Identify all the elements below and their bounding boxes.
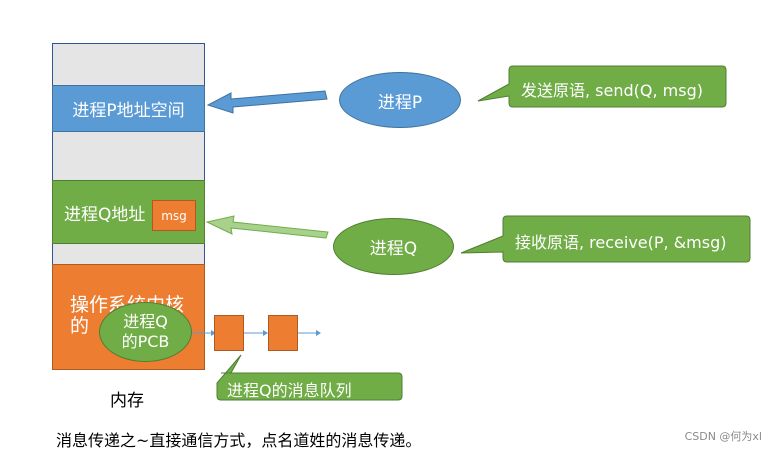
send-callout-text: 发送原语, send(Q, msg): [521, 81, 703, 100]
os-kernel-label-fragment: 的: [70, 315, 90, 337]
queue-connector-1-head: [211, 330, 216, 336]
process-q-node: 进程Q: [333, 218, 454, 275]
msg-block-label: msg: [161, 208, 187, 223]
process-p-label: 进程P: [377, 92, 423, 113]
pcb-label-line1: 进程Q: [123, 312, 168, 331]
process-p-address-space-label: 进程P地址空间: [72, 101, 185, 121]
queue-connector-2-head: [263, 330, 268, 336]
watermark: CSDN @何为xl: [684, 430, 762, 443]
receive-callout-text: 接收原语, receive(P, &msg): [515, 233, 727, 252]
msg-block: msg: [152, 200, 196, 231]
process-p-node: 进程P: [339, 72, 461, 128]
process-q-label: 进程Q: [369, 239, 418, 259]
send-callout-bubble: [477, 65, 727, 108]
queue-connector-3-head: [316, 330, 321, 336]
caption-text: 消息传递之~直接通信方式，点名道姓的消息传递。: [56, 431, 422, 450]
process-q-pcb-node: 进程Q 的PCB: [99, 302, 192, 362]
receive-arrow: [205, 215, 329, 239]
send-arrow: [206, 90, 328, 114]
memory-label: 内存: [110, 391, 144, 411]
queue-callout-bubble: [216, 354, 403, 401]
queue-message-1: [214, 315, 244, 351]
process-q-address-space-label: 进程Q地址: [64, 204, 146, 225]
receive-callout-bubble: [460, 215, 751, 263]
process-p-address-space: 进程P地址空间: [52, 85, 205, 132]
pcb-label-line2: 的PCB: [121, 332, 170, 351]
queue-message-2: [268, 315, 298, 351]
queue-callout-text: 进程Q的消息队列: [227, 381, 352, 400]
